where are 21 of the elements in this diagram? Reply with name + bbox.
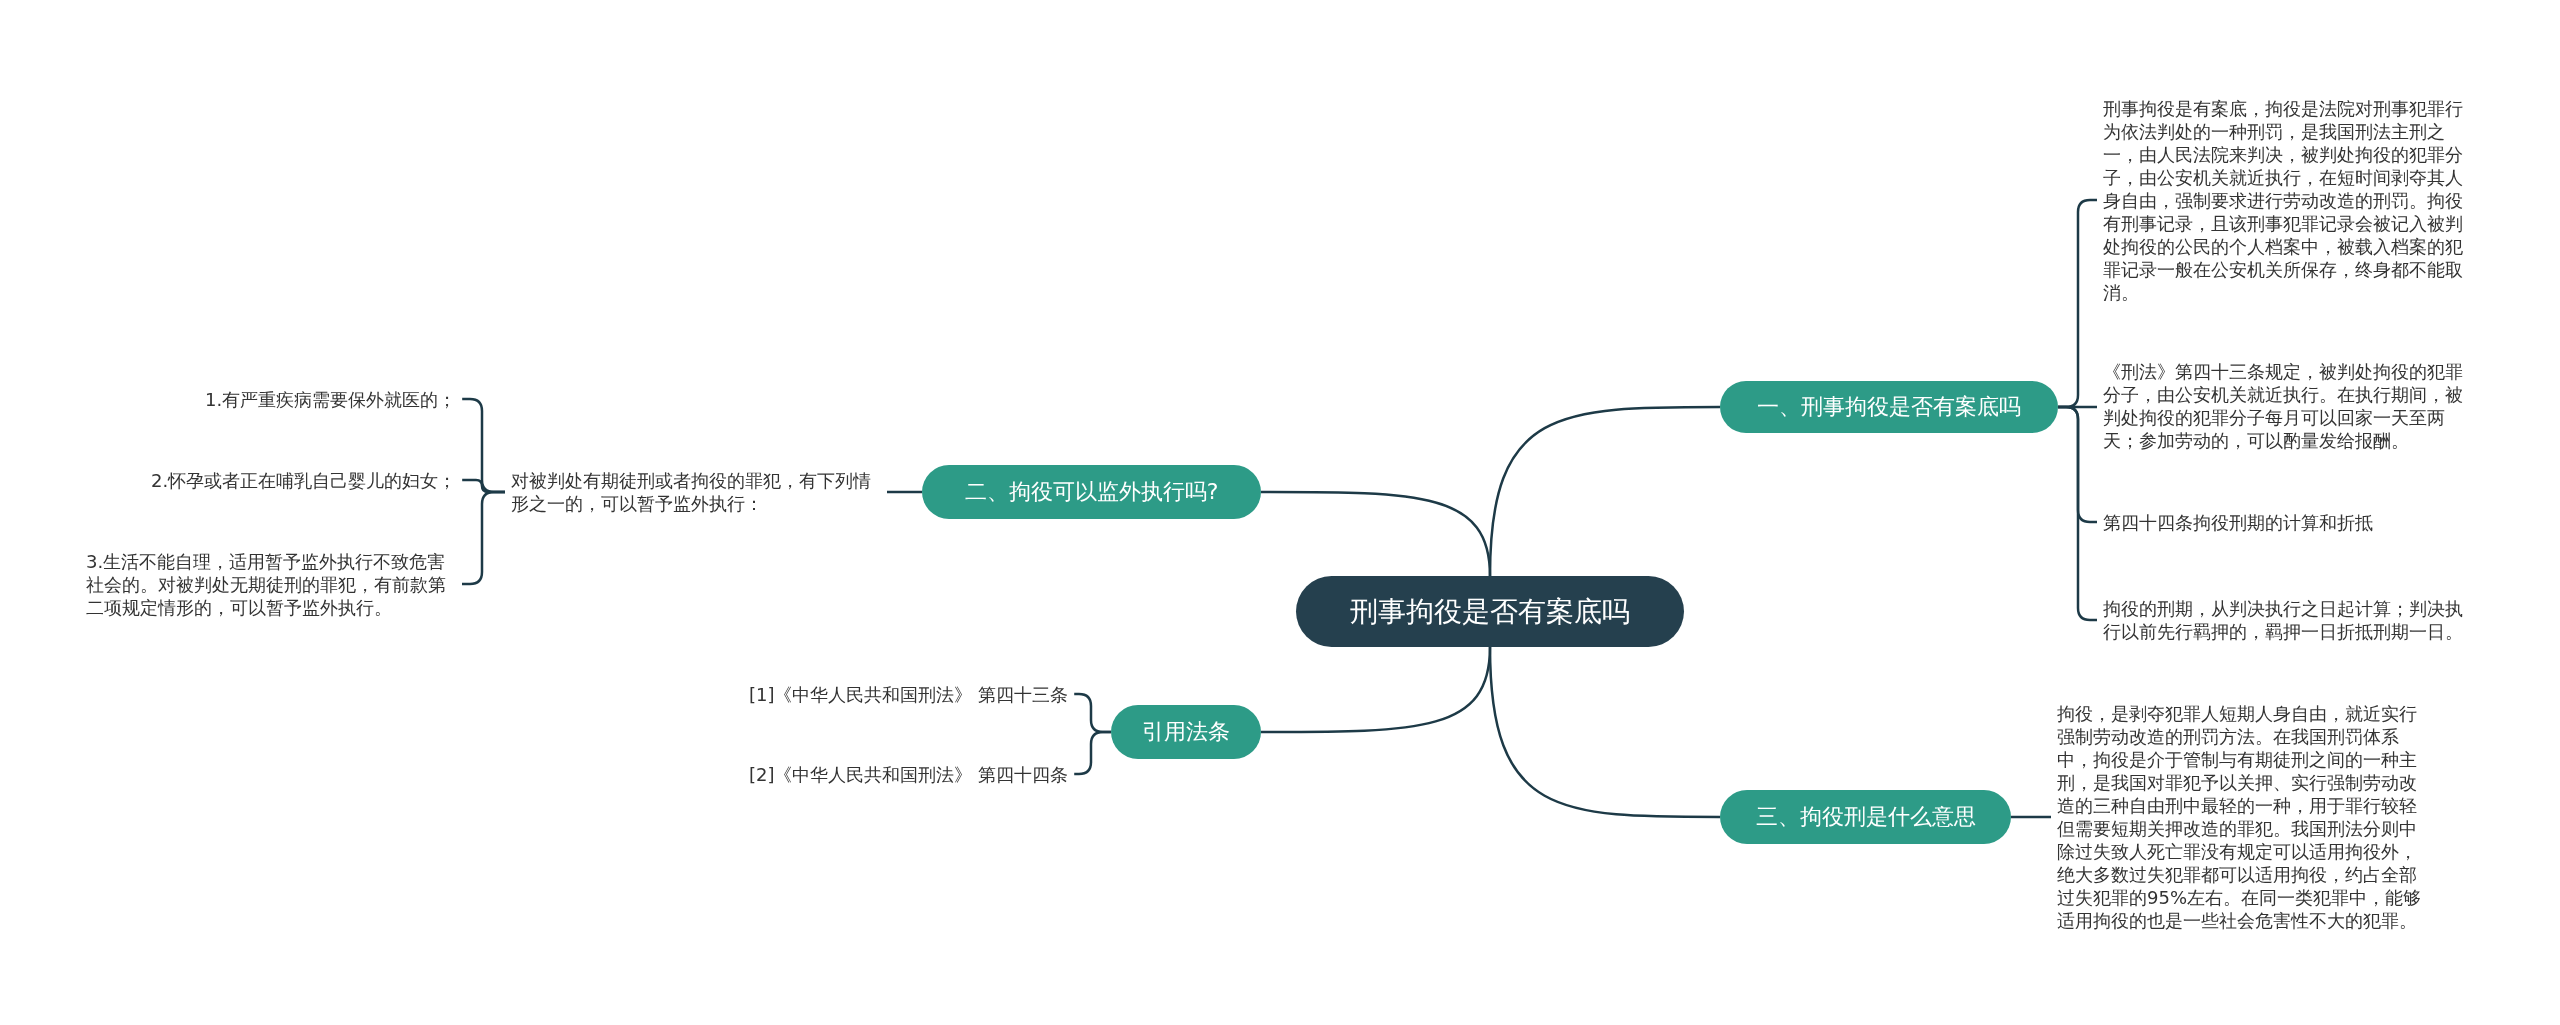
subtopic-text: [1]《中华人民共和国刑法》 第四十三条	[743, 682, 1075, 706]
connector-line	[2011, 815, 2051, 819]
connector-line	[1074, 730, 1111, 776]
subtopic-text: 2.怀孕或者正在哺乳自己婴儿的妇女；	[145, 468, 463, 492]
branch-topic: 三、拘役刑是什么意思	[1720, 790, 2011, 844]
central-topic: 刑事拘役是否有案底吗	[1296, 576, 1684, 647]
subtopic-text: 刑事拘役是有案底，拘役是法院对刑事犯罪行为依法判处的一种刑罚，是我国刑法主刑之一，由人民法院来判决，被判处拘役的犯罪分子，由公安机关就近执行，在短时间剥夺其人身自由，强制要求进行劳动改造的刑罚。拘役有刑事记录，且该刑事犯罪记录会被记入被判处拘役的公民的个人档案中，被载入档案的犯罪记录一般在公安机关所保存，终身都不能取消。	[2097, 96, 2479, 304]
branch-topic: 二、拘役可以监外执行吗?	[922, 465, 1261, 519]
subtopic-text: 对被判处有期徒刑或者拘役的罪犯，有下列情形之一的，可以暂予监外执行：	[505, 469, 887, 515]
connector-line	[1261, 490, 1492, 577]
subtopic-text: 第四十四条拘役刑期的计算和折抵	[2097, 510, 2479, 534]
subtopic-text: 拘役的刑期，从判决执行之日起计算；判决执行以前先行羁押的，羁押一日折抵刑期一日。	[2097, 597, 2479, 643]
subtopic-text: 1.有严重疾病需要保外就医的；	[199, 387, 463, 411]
branch-topic: 引用法条	[1111, 705, 1261, 759]
connector-line	[887, 490, 922, 494]
branch-topic: 一、刑事拘役是否有案底吗	[1720, 381, 2058, 433]
subtopic-text: 3.生活不能自理，适用暂予监外执行不致危害社会的。对被判处无期徒刑的罪犯，有前款第二项规定情形的，可以暂予监外执行。	[80, 549, 462, 619]
subtopic-text: 《刑法》第四十三条规定，被判处拘役的犯罪分子，由公安机关就近执行。在执行期间，被判处拘役的犯罪分子每月可以回家一天至两天；参加劳动的，可以酌量发给报酬。	[2097, 360, 2479, 452]
subtopic-text: 拘役，是剥夺犯罪人短期人身自由，就近实行强制劳动改造的刑罚方法。在我国刑罚体系中，拘役是介于管制与有期徒刑之间的一种主刑，是我国对罪犯予以关押、实行强制劳动改造的三种自由刑中最轻的一种，用于罪行较轻但需要短期关押改造的罪犯。我国刑法分则中除过失致人死亡罪没有规定可以适用拘役外，绝大多数过失犯罪都可以适用拘役，约占全部过失犯罪的95%左右。在同一类犯罪中，能够适用拘役的也是一些社会危害性不大的犯罪。	[2051, 702, 2433, 932]
connector-line	[1488, 646, 1720, 819]
subtopic-text: [2]《中华人民共和国刑法》 第四十四条	[743, 762, 1075, 786]
